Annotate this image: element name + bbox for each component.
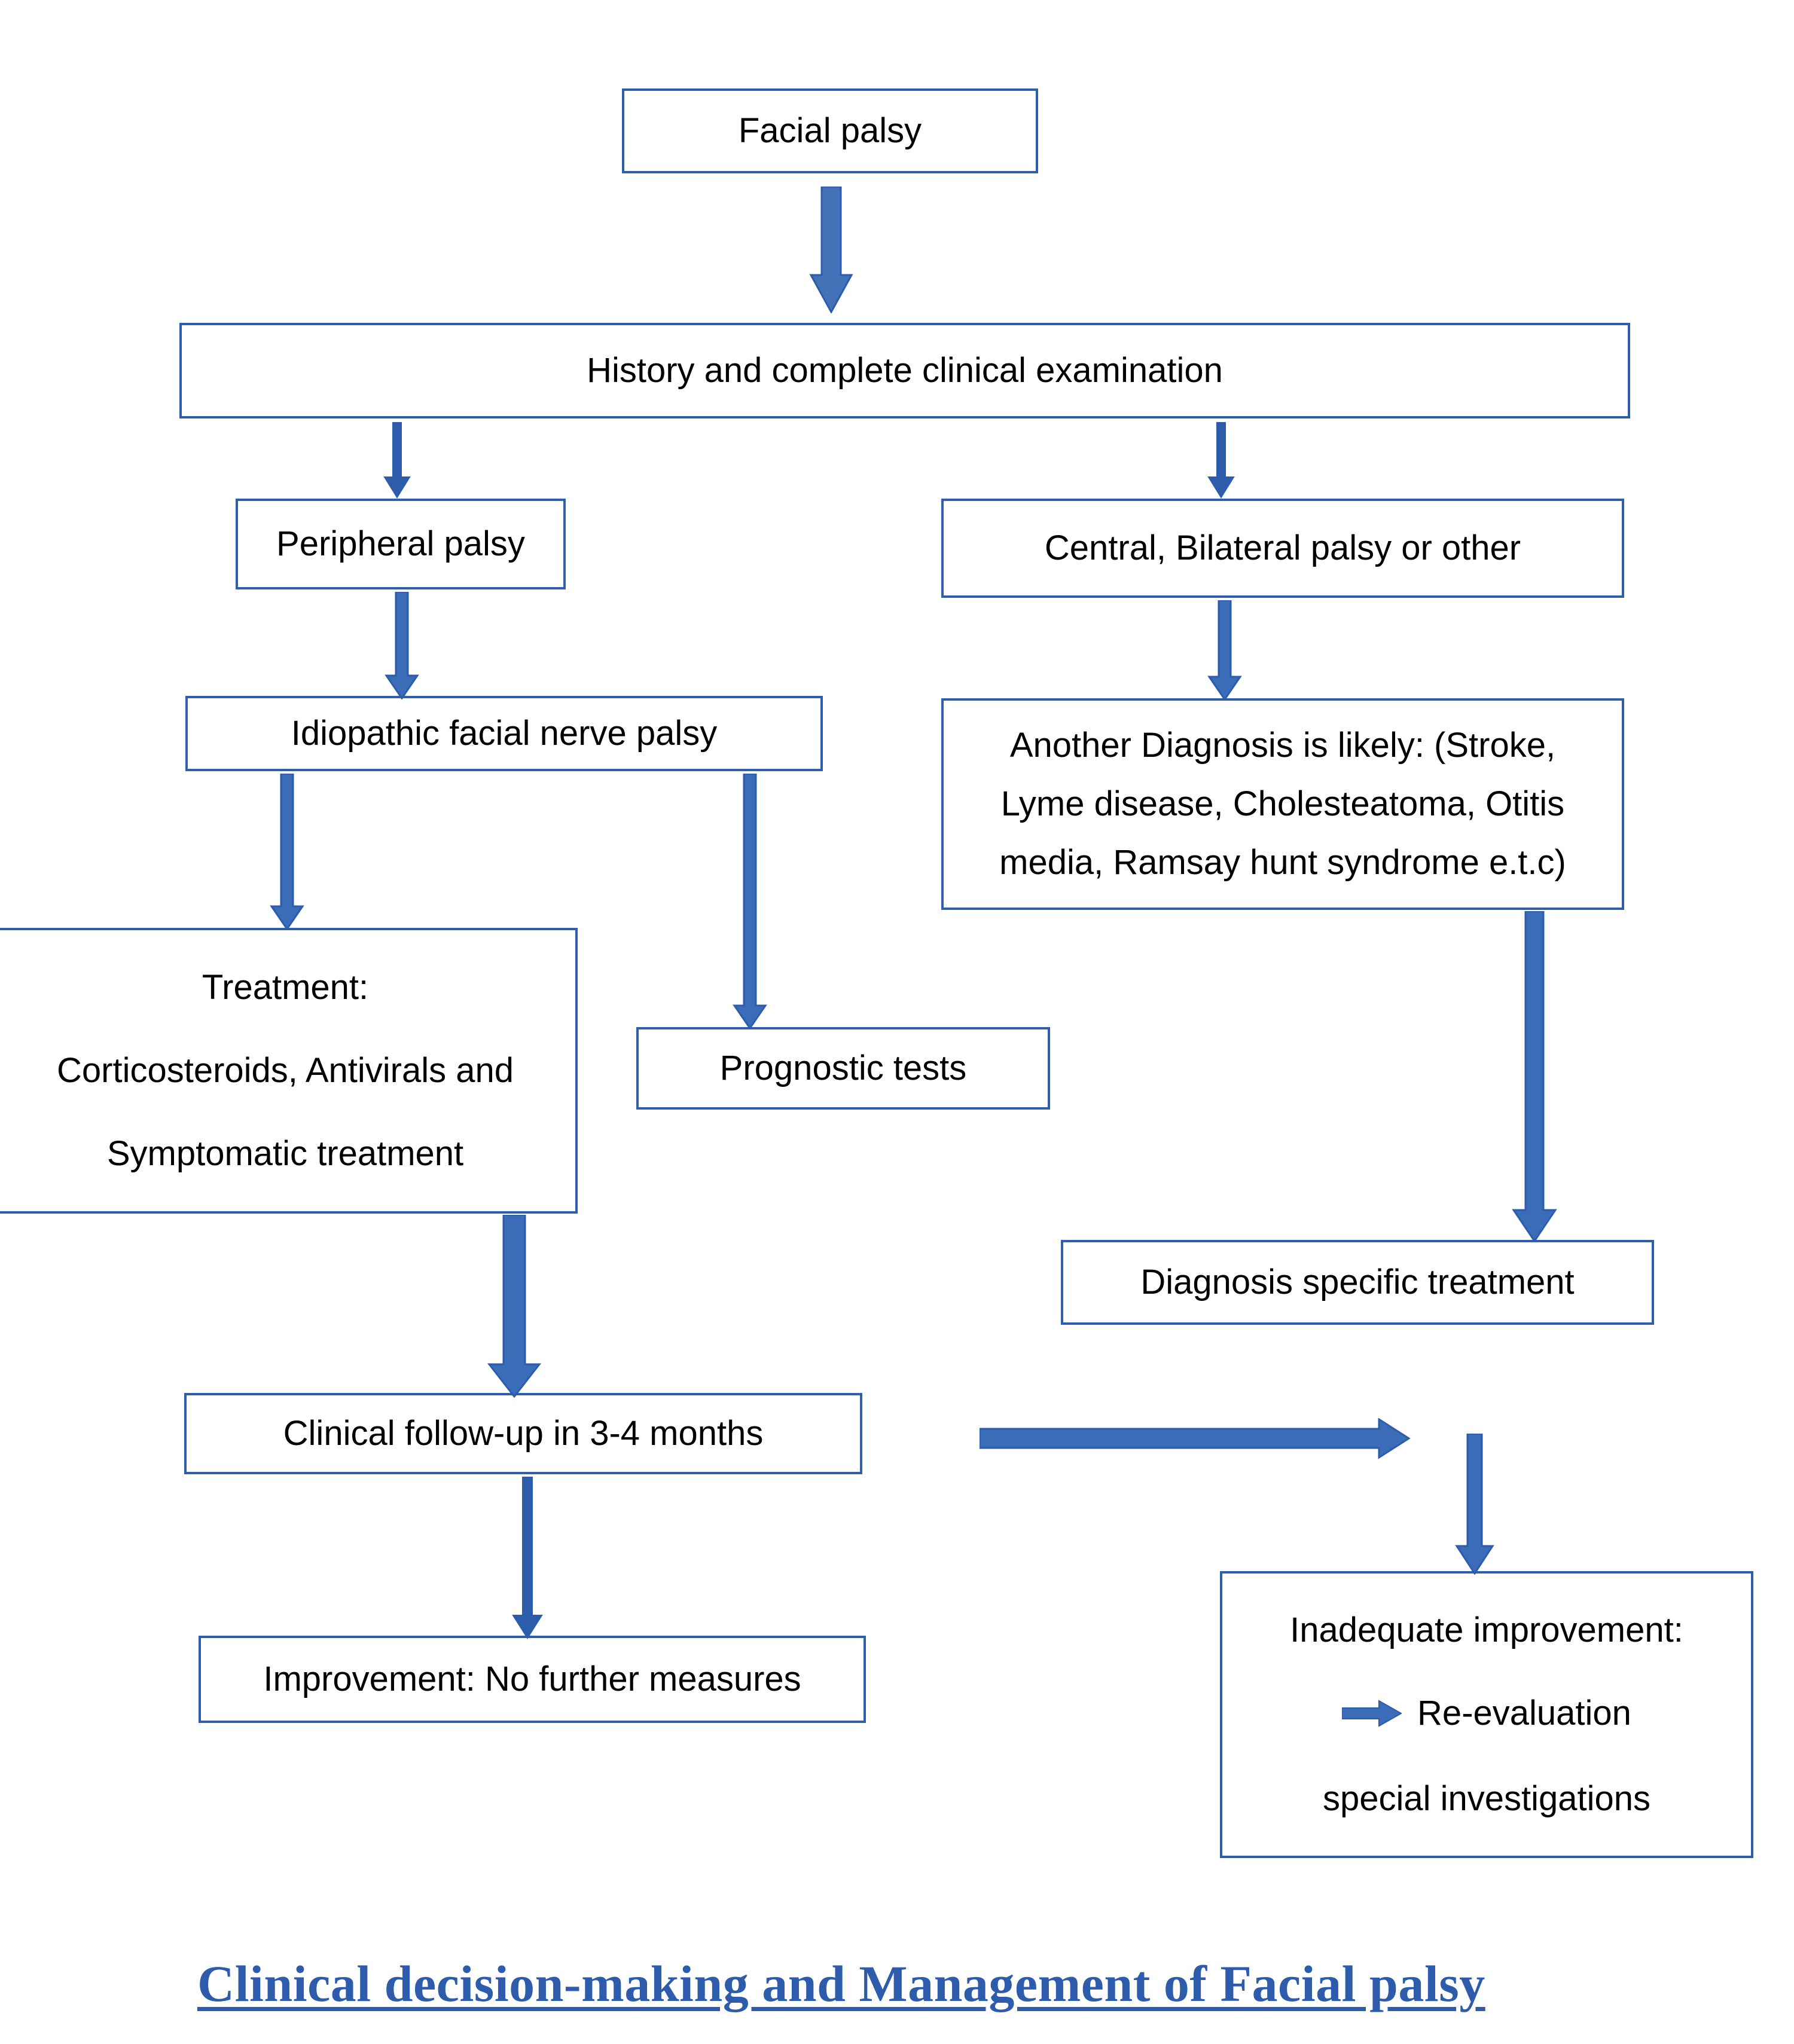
node-another-diagnosis[interactable]: Another Diagnosis is likely: (Stroke, Ly… [941, 698, 1624, 910]
node-label-line-2: Corticosteroids, Antivirals and [57, 1050, 514, 1090]
node-inadequate-improvement[interactable]: Inadequate improvement: Re-evaluation sp… [1220, 1571, 1753, 1858]
node-history-and-examination[interactable]: History and complete clinical examinatio… [179, 323, 1630, 418]
node-label: Central, Bilateral palsy or other [1044, 528, 1521, 567]
node-label: Diagnosis specific treatment [1140, 1262, 1575, 1301]
reevaluation-label: Re-evaluation [1417, 1694, 1631, 1733]
node-label: Facial palsy [738, 111, 922, 150]
edge-idiopathic-to-prognostic-arrow-icon [731, 774, 769, 1029]
edge-history-to-peripheral-arrow-icon [380, 422, 414, 499]
node-idiopathic-facial-nerve-palsy[interactable]: Idiopathic facial nerve palsy [185, 696, 823, 771]
edge-followup-to-improvement-arrow-icon [509, 1477, 545, 1639]
node-label-line-3: media, Ramsay hunt syndrome e.t.c) [999, 843, 1566, 882]
node-label: Idiopathic facial nerve palsy [291, 713, 718, 753]
node-label-line-2: Lyme disease, Cholesteatoma, Otitis [1000, 784, 1565, 823]
node-label-line-1: Another Diagnosis is likely: (Stroke, [1009, 726, 1556, 765]
node-facial-palsy[interactable]: Facial palsy [622, 88, 1038, 173]
node-prognostic-tests[interactable]: Prognostic tests [636, 1027, 1050, 1110]
node-label: History and complete clinical examinatio… [587, 350, 1223, 390]
edge-peripheral-to-idiopathic-arrow-icon [383, 592, 421, 699]
node-label: Prognostic tests [719, 1048, 967, 1087]
edge-facial-to-history-arrow-icon [807, 187, 855, 313]
node-central-bilateral-palsy[interactable]: Central, Bilateral palsy or other [941, 499, 1624, 598]
node-label: Peripheral palsy [276, 524, 525, 563]
node-clinical-followup[interactable]: Clinical follow-up in 3-4 months [184, 1393, 862, 1474]
node-label-line-3: special investigations [1322, 1779, 1651, 1818]
right-arrow-icon [1341, 1698, 1403, 1733]
edge-treatment-to-followup-arrow-icon [486, 1215, 543, 1398]
node-label: Clinical follow-up in 3-4 months [283, 1413, 764, 1453]
edge-right-to-inadequate-arrow-icon [1453, 1434, 1496, 1575]
edge-history-to-central-arrow-icon [1204, 422, 1238, 499]
node-improvement-no-further-measures[interactable]: Improvement: No further measures [199, 1636, 866, 1723]
edge-another-to-dxspecific-arrow-icon [1510, 911, 1559, 1242]
diagram-title: Clinical decision-making and Management … [197, 1955, 1485, 2012]
node-treatment[interactable]: Treatment: Corticosteroids, Antivirals a… [0, 928, 578, 1214]
edge-central-to-another-arrow-icon [1206, 600, 1244, 701]
node-label-line-2: Re-evaluation [1235, 1696, 1738, 1733]
node-diagnosis-specific-treatment[interactable]: Diagnosis specific treatment [1061, 1240, 1654, 1325]
node-label-line-3: Symptomatic treatment [106, 1134, 464, 1174]
node-label-line-1: Treatment: [202, 967, 369, 1007]
edge-followup-to-right-arrow-icon [980, 1418, 1410, 1460]
edge-idiopathic-to-treatment-arrow-icon [268, 774, 306, 930]
node-label-line-1: Inadequate improvement: [1290, 1611, 1683, 1650]
node-label: Improvement: No further measures [263, 1659, 801, 1698]
node-peripheral-palsy[interactable]: Peripheral palsy [236, 499, 566, 589]
